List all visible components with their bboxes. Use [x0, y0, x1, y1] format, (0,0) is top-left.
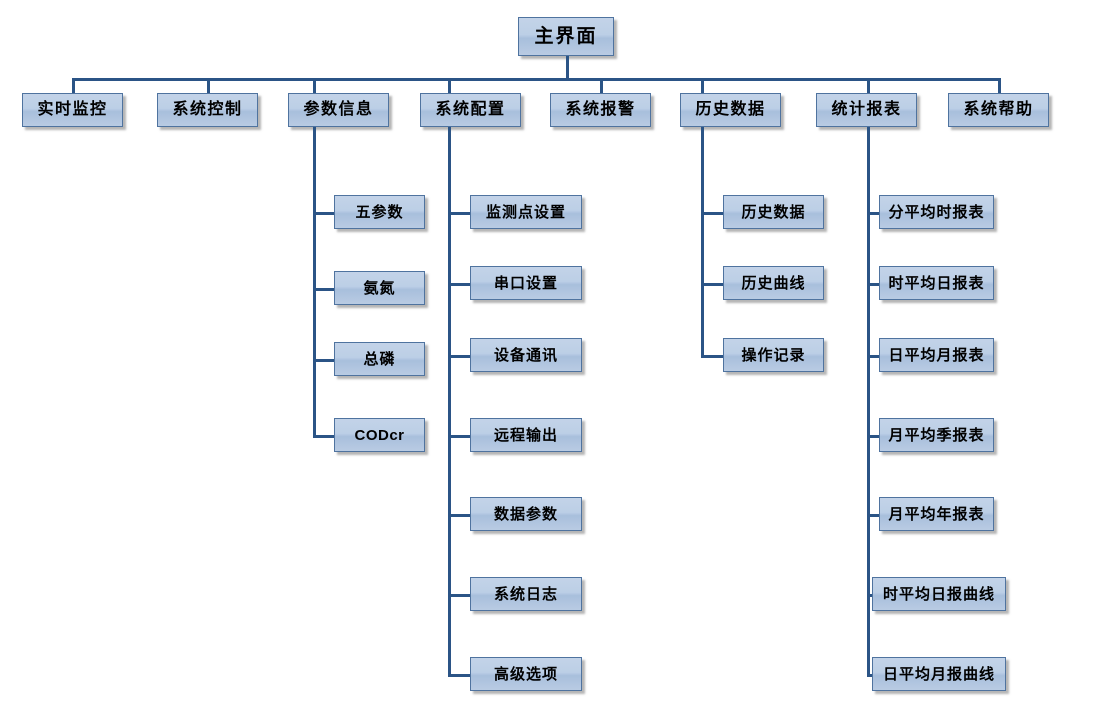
- node-level2-操作记录[interactable]: 操作记录: [723, 338, 824, 372]
- connector-trunk-历史数据: [701, 127, 704, 358]
- connector-stem-系统控制: [207, 78, 210, 93]
- connector-stem-系统报警: [600, 78, 603, 93]
- node-level1-系统报警-label: 系统报警: [565, 101, 636, 118]
- connector-spur-五参数: [313, 212, 334, 215]
- node-level2-codcr-label: CODcr: [354, 426, 405, 444]
- node-level2-操作记录-label: 操作记录: [741, 346, 806, 364]
- connector-spur-数据参数: [448, 514, 470, 517]
- connector-spur-氨氮: [313, 288, 334, 291]
- node-level1-系统配置-label: 系统配置: [435, 101, 506, 118]
- connector-trunk-参数信息: [313, 127, 316, 438]
- node-level2-五参数-label: 五参数: [355, 203, 404, 221]
- node-root-main-interface-label: 主界面: [534, 26, 598, 47]
- node-level1-统计报表[interactable]: 统计报表: [816, 93, 917, 127]
- node-level2-日平均月报曲线[interactable]: 日平均月报曲线: [872, 657, 1006, 691]
- node-level2-日平均月报曲线-label: 日平均月报曲线: [882, 665, 995, 683]
- node-level1-参数信息-label: 参数信息: [303, 101, 374, 118]
- node-level2-历史曲线[interactable]: 历史曲线: [723, 266, 824, 300]
- connector-spur-串口设置: [448, 283, 470, 286]
- connector-trunk-系统配置: [448, 127, 451, 677]
- connector-spur-高级选项: [448, 674, 470, 677]
- node-level1-系统配置[interactable]: 系统配置: [420, 93, 521, 127]
- connector-spur-系统日志: [448, 594, 470, 597]
- node-level1-系统控制-label: 系统控制: [172, 101, 243, 118]
- node-level2-监测点设置[interactable]: 监测点设置: [470, 195, 582, 229]
- node-level2-氨氮[interactable]: 氨氮: [334, 271, 425, 305]
- node-level1-实时监控[interactable]: 实时监控: [22, 93, 123, 127]
- node-level2-月平均季报表[interactable]: 月平均季报表: [879, 418, 994, 452]
- connector-spur-历史数据: [701, 212, 723, 215]
- connector-stem-参数信息: [313, 78, 316, 93]
- connector-stem-实时监控: [72, 78, 75, 93]
- node-level2-系统日志[interactable]: 系统日志: [470, 577, 582, 611]
- node-level2-高级选项-label: 高级选项: [493, 665, 558, 683]
- connector-trunk-统计报表: [867, 127, 870, 677]
- node-level1-实时监控-label: 实时监控: [37, 101, 108, 118]
- node-level2-串口设置[interactable]: 串口设置: [470, 266, 582, 300]
- connector-stem-统计报表: [867, 78, 870, 93]
- node-level2-月平均年报表[interactable]: 月平均年报表: [879, 497, 994, 531]
- node-level1-历史数据-label: 历史数据: [695, 101, 766, 118]
- connector-spur-操作记录: [701, 355, 723, 358]
- connector-spur-时平均日报曲线: [867, 594, 872, 597]
- node-level2-历史数据-label: 历史数据: [741, 203, 806, 221]
- connector-spur-日平均月报曲线: [867, 674, 872, 677]
- node-level2-总磷-label: 总磷: [363, 350, 396, 368]
- connector-spur-月平均年报表: [867, 514, 879, 517]
- node-level2-时平均日报表[interactable]: 时平均日报表: [879, 266, 994, 300]
- connector-stem-系统帮助: [998, 78, 1001, 93]
- node-level1-系统帮助[interactable]: 系统帮助: [948, 93, 1049, 127]
- connector-stem-系统配置: [448, 78, 451, 93]
- connector-spur-codcr: [313, 435, 334, 438]
- node-level2-时平均日报曲线[interactable]: 时平均日报曲线: [872, 577, 1006, 611]
- node-level1-系统报警[interactable]: 系统报警: [550, 93, 651, 127]
- connector-spur-日平均月报表: [867, 355, 879, 358]
- node-level1-统计报表-label: 统计报表: [831, 101, 902, 118]
- node-level2-历史曲线-label: 历史曲线: [741, 274, 806, 292]
- node-level2-远程输出[interactable]: 远程输出: [470, 418, 582, 452]
- connector-stem-历史数据: [701, 78, 704, 93]
- node-level2-数据参数[interactable]: 数据参数: [470, 497, 582, 531]
- node-level1-参数信息[interactable]: 参数信息: [288, 93, 389, 127]
- connector-spur-时平均日报表: [867, 283, 879, 286]
- connector-spur-月平均季报表: [867, 435, 879, 438]
- node-level2-数据参数-label: 数据参数: [493, 505, 558, 523]
- node-level2-高级选项[interactable]: 高级选项: [470, 657, 582, 691]
- node-level2-时平均日报表-label: 时平均日报表: [888, 274, 985, 292]
- node-level2-分平均时报表[interactable]: 分平均时报表: [879, 195, 994, 229]
- connector-level1-bus: [72, 78, 1001, 81]
- node-level2-监测点设置-label: 监测点设置: [485, 203, 566, 221]
- connector-spur-分平均时报表: [867, 212, 879, 215]
- node-level2-月平均季报表-label: 月平均季报表: [888, 426, 985, 444]
- node-level2-系统日志-label: 系统日志: [493, 585, 558, 603]
- node-level2-五参数[interactable]: 五参数: [334, 195, 425, 229]
- node-root-main-interface[interactable]: 主界面: [518, 17, 614, 56]
- node-level1-系统帮助-label: 系统帮助: [963, 101, 1034, 118]
- node-level1-系统控制[interactable]: 系统控制: [157, 93, 258, 127]
- node-level2-时平均日报曲线-label: 时平均日报曲线: [882, 585, 995, 603]
- connector-spur-总磷: [313, 359, 334, 362]
- node-level2-历史数据[interactable]: 历史数据: [723, 195, 824, 229]
- node-level2-日平均月报表-label: 日平均月报表: [888, 346, 985, 364]
- node-level2-分平均时报表-label: 分平均时报表: [888, 203, 985, 221]
- connector-root-stem: [566, 56, 569, 81]
- connector-spur-历史曲线: [701, 283, 723, 286]
- node-level1-历史数据[interactable]: 历史数据: [680, 93, 781, 127]
- node-level2-设备通讯[interactable]: 设备通讯: [470, 338, 582, 372]
- connector-spur-设备通讯: [448, 355, 470, 358]
- node-level2-总磷[interactable]: 总磷: [334, 342, 425, 376]
- node-level2-月平均年报表-label: 月平均年报表: [888, 505, 985, 523]
- connector-spur-监测点设置: [448, 212, 470, 215]
- node-level2-设备通讯-label: 设备通讯: [493, 346, 558, 364]
- node-level2-远程输出-label: 远程输出: [493, 426, 558, 444]
- connector-spur-远程输出: [448, 435, 470, 438]
- node-level2-codcr[interactable]: CODcr: [334, 418, 425, 452]
- node-level2-日平均月报表[interactable]: 日平均月报表: [879, 338, 994, 372]
- node-level2-串口设置-label: 串口设置: [493, 274, 558, 292]
- node-level2-氨氮-label: 氨氮: [363, 279, 396, 297]
